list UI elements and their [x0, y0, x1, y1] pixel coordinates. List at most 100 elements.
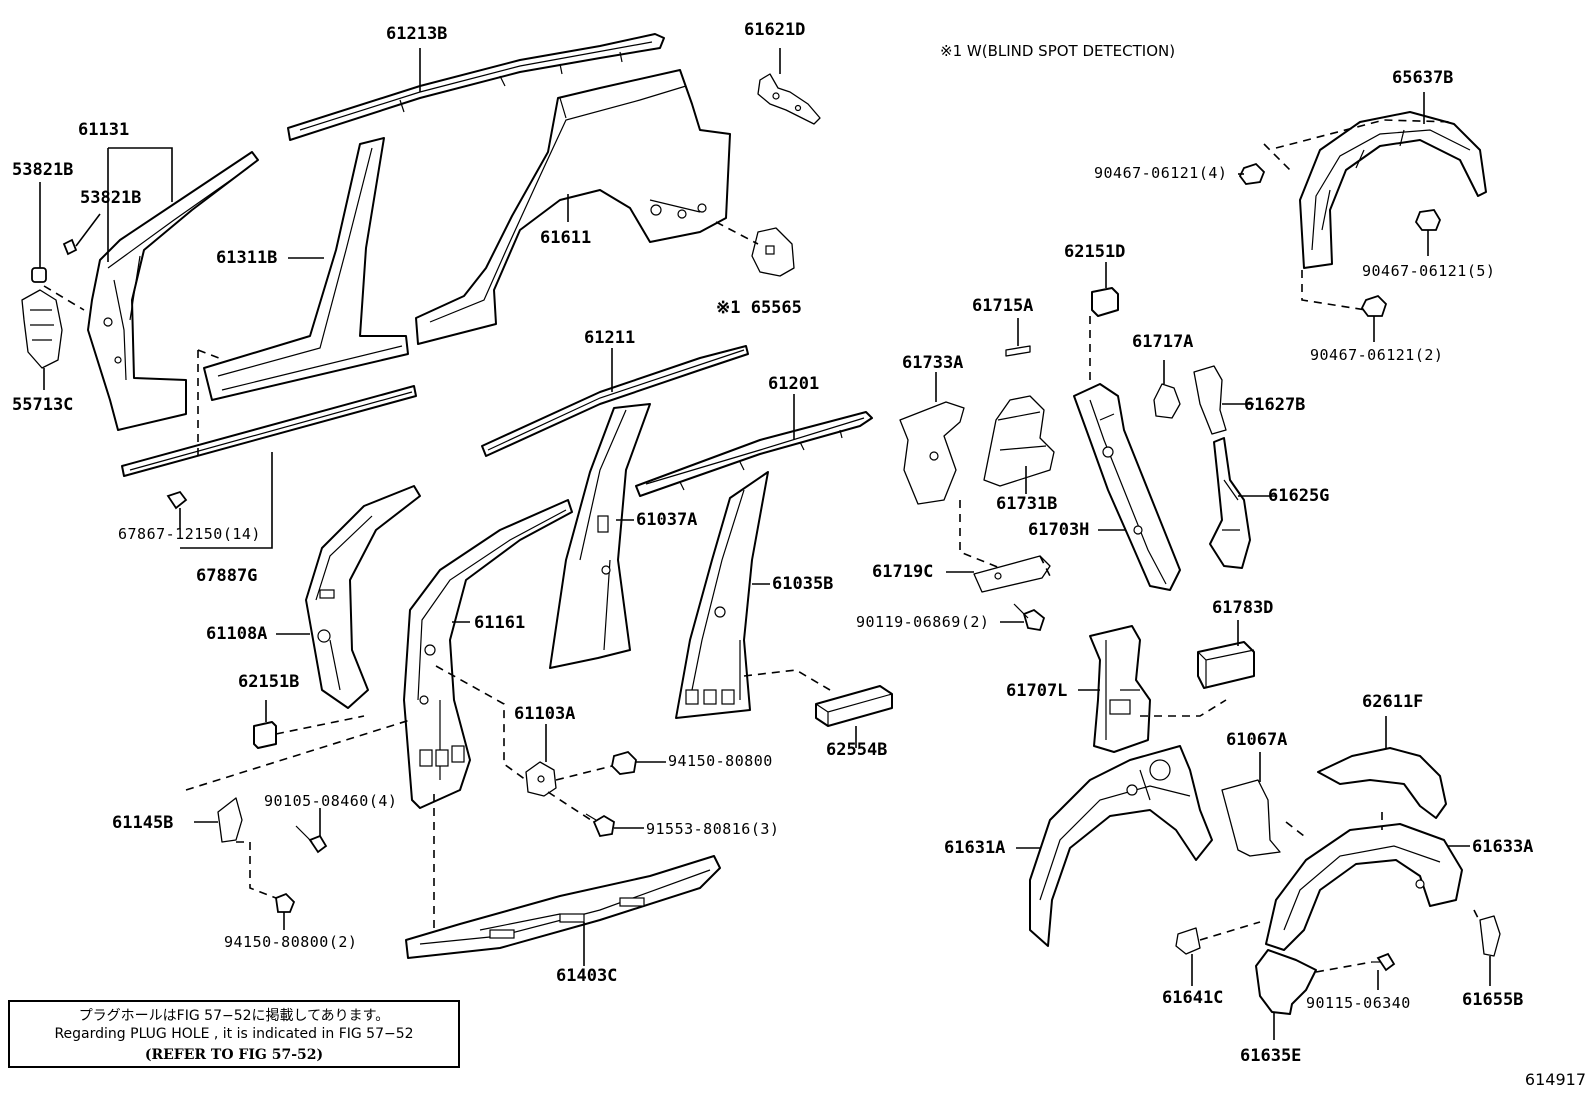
label-53821B-a: 53821B: [12, 160, 74, 180]
label-62151D: 62151D: [1064, 242, 1126, 262]
fastener-90115-06340: [1372, 952, 1396, 972]
part-61715A: [1005, 345, 1031, 357]
fastener-53821B-b: [62, 238, 78, 256]
part-55713C: [21, 289, 63, 369]
dash-91553-80816: [547, 791, 595, 823]
label-61635E: 61635E: [1240, 1046, 1302, 1066]
label-61733A: 61733A: [902, 353, 964, 373]
part-62554B: [815, 685, 893, 727]
label-61311B: 61311B: [216, 248, 278, 268]
part-61161: [403, 499, 573, 809]
part-61035B: [675, 471, 769, 719]
label-90119-06869: 90119-06869(2): [856, 613, 990, 631]
header-note: ※1 W(BLIND SPOT DETECTION): [940, 42, 1176, 60]
label-61108A: 61108A: [206, 624, 268, 644]
label-61655B: 61655B: [1462, 990, 1524, 1010]
label-61201: 61201: [768, 374, 820, 394]
part-61783D: [1197, 641, 1255, 689]
label-90467-5: 90467-06121(5): [1362, 262, 1496, 280]
label-61631A: 61631A: [944, 838, 1006, 858]
part-61211: [481, 345, 749, 457]
plug-hole-note: プラグホールはFIG 57−52に掲載してあります。 Regarding PLU…: [8, 1000, 460, 1068]
label-61719C: 61719C: [872, 562, 934, 582]
dash-62554B: [743, 669, 831, 691]
part-61731B: [983, 395, 1055, 487]
dash-61719C: [959, 500, 1053, 581]
fastener-94150-80800-2: [275, 892, 296, 913]
part-61403C: [405, 855, 721, 959]
label-90115-06340: 90115-06340: [1306, 994, 1411, 1012]
dash-55713C: [43, 285, 85, 311]
label-61211: 61211: [584, 328, 636, 348]
label-61633A: 61633A: [1472, 837, 1534, 857]
label-94150-80800-2: 94150-80800(2): [224, 933, 358, 951]
label-62554B: 62554B: [826, 740, 888, 760]
part-61103A: [525, 761, 557, 797]
part-65565: [751, 227, 795, 277]
dash-65637B: [1263, 119, 1455, 311]
fastener-90119-06869: [1013, 603, 1046, 632]
fastener-53821B-a: [31, 267, 47, 283]
label-67867: 67867-12150(14): [118, 525, 261, 543]
dash-94150-80800: [555, 765, 613, 781]
label-61627B: 61627B: [1244, 395, 1306, 415]
part-62611F: [1317, 747, 1447, 819]
label-61625G: 61625G: [1268, 486, 1330, 506]
part-61733A: [899, 401, 965, 505]
part-61633A: [1265, 823, 1463, 951]
part-65637B: [1299, 111, 1487, 269]
dash-61707L: [1140, 699, 1227, 717]
leader-61131: [107, 147, 173, 262]
part-61611: [415, 69, 731, 345]
part-61131: [87, 151, 259, 431]
part-61201: [635, 411, 873, 497]
part-61717A: [1153, 383, 1181, 419]
label-61703H: 61703H: [1028, 520, 1090, 540]
part-61621D: [757, 73, 821, 125]
part-61108A: [305, 485, 421, 709]
label-94150-80800: 94150-80800: [668, 752, 773, 770]
label-61707L: 61707L: [1006, 681, 1068, 701]
label-65637B: 65637B: [1392, 68, 1454, 88]
dash-61633A: [1285, 812, 1383, 837]
part-61635E: [1255, 949, 1317, 1015]
part-61703H: [1073, 383, 1181, 591]
part-61631A: [1029, 745, 1213, 947]
dash-61641C: [1199, 921, 1261, 941]
part-62151D: [1091, 287, 1119, 317]
part-61707L: [1089, 625, 1151, 753]
label-90467-2: 90467-06121(2): [1310, 346, 1444, 364]
part-61037A: [549, 403, 651, 669]
dash-67887G: [197, 349, 225, 456]
label-61213B: 61213B: [386, 24, 448, 44]
label-55713C: 55713C: [12, 395, 74, 415]
part-61145B: [217, 797, 243, 843]
label-61731B: 61731B: [996, 494, 1058, 514]
label-61641C: 61641C: [1162, 988, 1224, 1008]
part-61067A: [1221, 779, 1281, 857]
label-62611F: 62611F: [1362, 692, 1424, 712]
label-61611: 61611: [540, 228, 592, 248]
label-61715A: 61715A: [972, 296, 1034, 316]
label-61131: 61131: [78, 120, 130, 140]
label-90467-4: 90467-06121(4): [1094, 164, 1228, 182]
label-91553-80816: 91553-80816(3): [646, 820, 780, 838]
label-61067A: 61067A: [1226, 730, 1288, 750]
dash-61145B: [185, 719, 411, 899]
part-62151B: [253, 721, 277, 749]
label-61403C: 61403C: [556, 966, 618, 986]
dash-62151B: [275, 715, 365, 735]
note-line-reference: (REFER TO FIG 57-52): [144, 1047, 324, 1063]
label-61103A: 61103A: [514, 704, 576, 724]
note-line-english: Regarding PLUG HOLE , it is indicated in…: [54, 1026, 414, 1042]
fastener-90467-4: [1238, 162, 1266, 185]
label-65565: ※1 65565: [716, 298, 802, 318]
dash-65565: [715, 221, 759, 245]
fastener-91553-80816: [585, 813, 615, 838]
label-61621D: 61621D: [744, 20, 806, 40]
label-61717A: 61717A: [1132, 332, 1194, 352]
label-61035B: 61035B: [772, 574, 834, 594]
label-61783D: 61783D: [1212, 598, 1274, 618]
clip-67867: [166, 490, 188, 510]
note-line-japanese: プラグホールはFIG 57−52に掲載してあります。: [78, 1008, 390, 1024]
